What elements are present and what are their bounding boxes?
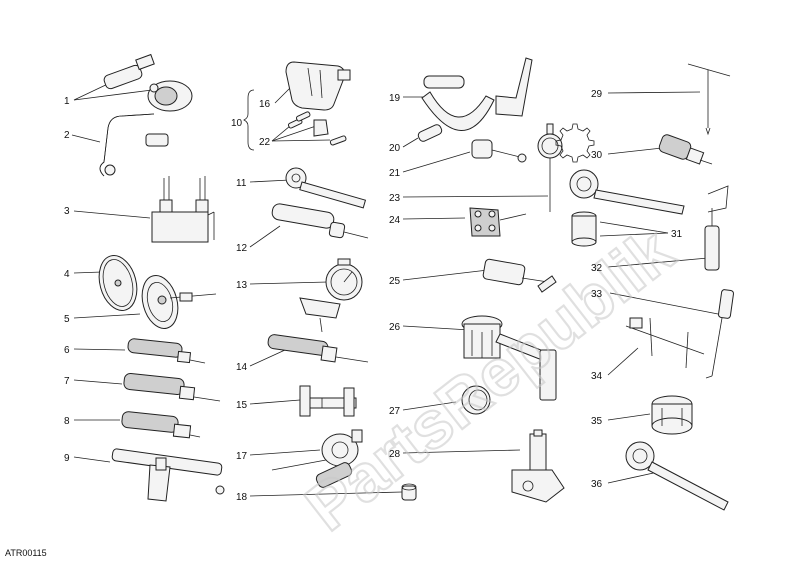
watermark-group: PartsRepublik	[291, 123, 688, 546]
tool-3-drawing	[151, 176, 215, 243]
callout-18: 18	[236, 492, 248, 503]
callout-33: 33	[591, 289, 603, 300]
callout-22: 22	[259, 137, 271, 148]
tool-11-drawing	[285, 167, 367, 209]
tool-12-drawing	[271, 203, 369, 239]
tool-25-drawing	[482, 258, 557, 293]
callout-12: 12	[236, 243, 248, 254]
callout-13: 13	[236, 280, 248, 291]
tool-6-drawing	[127, 338, 206, 364]
tool-7-drawing	[123, 373, 221, 402]
tool-4-drawing	[98, 255, 138, 311]
tool-27-drawing	[461, 385, 491, 415]
callout-27: 27	[389, 406, 401, 417]
callout-15: 15	[236, 400, 248, 411]
tool-29-drawing	[687, 63, 731, 136]
callout-20: 20	[389, 143, 401, 154]
callout-25: 25	[389, 276, 401, 287]
callout-19: 19	[389, 93, 401, 104]
tool-1-drawing	[103, 53, 193, 112]
tool-14-drawing	[267, 334, 369, 363]
callout-labels: 1 2 3 4 5 6 7 8 9 10 11 12 13 14 15 16 1…	[64, 89, 683, 503]
tool-26-drawing	[461, 315, 557, 401]
callout-8: 8	[64, 416, 70, 427]
callout-3: 3	[64, 206, 70, 217]
callout-26: 26	[389, 322, 401, 333]
tool-wrench-31-drawing	[569, 169, 685, 215]
tool-36-drawing	[625, 441, 729, 511]
tool-21-drawing	[471, 139, 527, 163]
callout-34: 34	[591, 371, 603, 382]
tool-drawings	[98, 53, 735, 511]
tool-31-drawing	[571, 211, 597, 247]
callout-28: 28	[389, 449, 401, 460]
callout-5: 5	[64, 314, 70, 325]
callout-35: 35	[591, 416, 603, 427]
tool-20-drawing	[417, 124, 443, 142]
callout-14: 14	[236, 362, 248, 373]
callout-32: 32	[591, 263, 603, 274]
tool-30-drawing	[658, 134, 713, 165]
gear-icon	[555, 123, 595, 163]
tool-22-drawing	[287, 111, 347, 146]
callout-10: 10	[231, 118, 243, 129]
callout-7: 7	[64, 376, 70, 387]
callout-36: 36	[591, 479, 603, 490]
tool-33-drawing	[705, 289, 735, 379]
tool-23-drawing	[537, 123, 563, 212]
tool-8-drawing	[121, 411, 201, 439]
tool-13-drawing	[299, 258, 363, 333]
tool-2-drawing	[99, 113, 169, 177]
tool-9-drawing	[111, 448, 225, 502]
tool-35-drawing	[651, 395, 693, 435]
callout-9: 9	[64, 453, 70, 464]
callout-30: 30	[591, 150, 603, 161]
tool-5-drawing	[141, 275, 217, 329]
callout-6: 6	[64, 345, 70, 356]
callout-11: 11	[236, 178, 247, 189]
callout-31: 31	[671, 229, 683, 240]
callout-23: 23	[389, 193, 401, 204]
tool-18-drawing	[401, 483, 417, 501]
tool-28-drawing	[511, 429, 565, 503]
callout-24: 24	[389, 215, 401, 226]
tool-32-drawing	[704, 185, 729, 271]
callout-21: 21	[389, 168, 401, 179]
tool-24-drawing	[469, 207, 527, 237]
callout-16: 16	[259, 99, 271, 110]
callout-1: 1	[64, 96, 70, 107]
tool-15-drawing	[299, 385, 357, 417]
callout-17: 17	[236, 451, 248, 462]
tool-17-drawing	[271, 429, 363, 488]
diagram-code: ATR00115	[5, 548, 47, 558]
tool-34-drawing	[625, 317, 705, 369]
tool-16-drawing	[285, 61, 351, 111]
callout-29: 29	[591, 89, 603, 100]
callout-2: 2	[64, 130, 70, 141]
tool-19-drawing	[421, 57, 533, 131]
callout-4: 4	[64, 269, 70, 280]
